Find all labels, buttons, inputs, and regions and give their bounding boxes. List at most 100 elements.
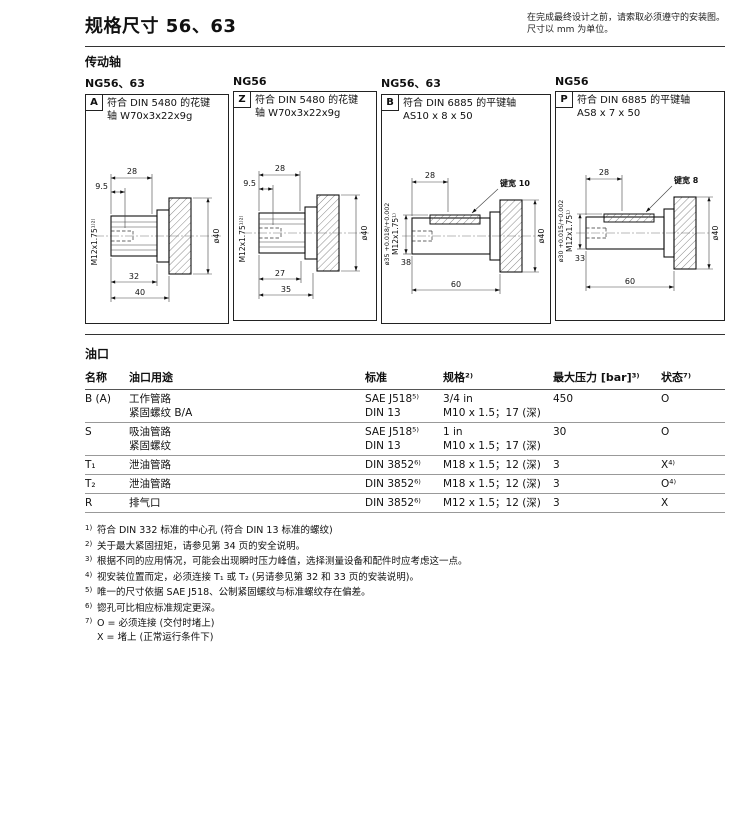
cell-name: S bbox=[85, 422, 129, 456]
dim-length-28: 28 bbox=[275, 164, 285, 173]
footnotes-block: 1)符合 DIN 332 标准的中心孔 (符合 DIN 13 标准的螺纹) 2)… bbox=[85, 522, 725, 644]
dim-height-over-key: 33 bbox=[575, 254, 585, 263]
col-header-spec: 规格²⁾ bbox=[443, 367, 553, 390]
header-note: 在完成最终设计之前，请索取必须遵守的安装图。尺寸以 mm 为单位。 bbox=[527, 13, 726, 35]
footnote-marker: 2) bbox=[85, 539, 93, 548]
cell-standard: DIN 3852⁶⁾ bbox=[365, 455, 443, 475]
cell-standard-line1: SAE J518⁵⁾ bbox=[365, 426, 419, 438]
dim-len2: 40 bbox=[135, 288, 145, 297]
ports-table-header-row: 名称 油口用途 标准 规格²⁾ 最大压力 [bar]³⁾ 状态⁷⁾ bbox=[85, 367, 725, 390]
dim-shaft-tolerance: ø35 +0.018/+0.002 bbox=[384, 203, 391, 266]
footnote-7: 7)O = 必须连接 (交付时堵上) bbox=[85, 615, 725, 631]
dim-length-60: 60 bbox=[625, 277, 635, 286]
shaft-description: 符合 DIN 5480 的花键 轴 W70x3x22x9g bbox=[255, 94, 374, 121]
cell-standard: DIN 3852⁶⁾ bbox=[365, 493, 443, 513]
shaft-desc-line1: 符合 DIN 6885 的平键轴 bbox=[577, 95, 691, 106]
footnote-3: 3) 根据不同的应用情况，可能会出现瞬时压力峰值，选择测量设备和配件时应考虑这一点… bbox=[85, 553, 725, 569]
header-divider bbox=[85, 46, 725, 47]
cell-spec-line2: M10 x 1.5；17 (深) bbox=[443, 440, 541, 452]
shaft-drawing-spline-a: 28 9.5 M12x1.75¹⁾²⁾ ø40 32 40 bbox=[90, 167, 221, 302]
dim-len2: 35 bbox=[281, 285, 291, 294]
shaft-description: 符合 DIN 6885 的平键轴 AS10 x 8 x 50 bbox=[403, 97, 548, 124]
table-row-r: R 排气口 DIN 3852⁶⁾ M12 x 1.5；12 (深) 3 X bbox=[85, 493, 725, 513]
ports-table: 名称 油口用途 标准 规格²⁾ 最大压力 [bar]³⁾ 状态⁷⁾ B (A) … bbox=[85, 367, 725, 513]
dim-length-60: 60 bbox=[451, 280, 461, 289]
dim-diameter-40: ø40 bbox=[537, 228, 546, 243]
panel-box: B 符合 DIN 6885 的平键轴 AS10 x 8 x 50 bbox=[381, 94, 551, 324]
table-row-t1: T₁ 泄油管路 DIN 3852⁶⁾ M18 x 1.5；12 (深) 3 X⁴… bbox=[85, 455, 725, 475]
cell-usage: 泄油管路 bbox=[129, 474, 365, 494]
cell-usage-line1: 吸油管路 bbox=[129, 426, 171, 438]
ports-section-heading: 油口 bbox=[85, 347, 110, 361]
shaft-panel-b: NG56、63 B 符合 DIN 6885 的平键轴 AS10 x 8 x 50 bbox=[381, 75, 551, 324]
table-row-s: S 吸油管路 紧固螺纹 SAE J518⁵⁾ DIN 13 1 in M10 x… bbox=[85, 422, 725, 456]
shaft-drawing-spline-z: 28 9.5 M12x1.75¹⁾²⁾ ø40 27 35 bbox=[238, 164, 369, 299]
cell-state: X bbox=[661, 493, 725, 513]
dim-depth-9-5: 9.5 bbox=[95, 182, 108, 191]
dim-center-thread: M12x1.75¹⁾²⁾ bbox=[90, 218, 99, 265]
cell-name: T₁ bbox=[85, 455, 129, 475]
key-width-label: 键宽 8 bbox=[673, 175, 699, 185]
dim-depth-9-5: 9.5 bbox=[243, 179, 256, 188]
shaft-panel-a: NG56、63 A 符合 DIN 5480 的花键 轴 W70x3x22x9g bbox=[85, 75, 229, 324]
col-header-state: 状态⁷⁾ bbox=[661, 367, 725, 390]
shaft-desc-line1: 符合 DIN 5480 的花键 bbox=[107, 98, 211, 109]
shaft-drawing-key-p: 28 键宽 8 33 ø30 +0.015/+0.002 M12x1.75¹⁾ … bbox=[558, 168, 720, 291]
table-row-t2: T₂ 泄油管路 DIN 3852⁶⁾ M18 x 1.5；12 (深) 3 O⁴… bbox=[85, 474, 725, 494]
footnote-text: 根据不同的应用情况，可能会出现瞬时压力峰值，选择测量设备和配件时应考虑这一点。 bbox=[97, 556, 468, 567]
dim-diameter-40: ø40 bbox=[212, 228, 221, 243]
panel-box: Z 符合 DIN 5480 的花键 轴 W70x3x22x9g bbox=[233, 91, 377, 321]
dim-length-28: 28 bbox=[599, 168, 609, 177]
shaft-drawing-key-b: 28 键宽 10 38 ø35 +0.018/+0.002 M12x1.75¹⁾… bbox=[384, 171, 546, 294]
cell-usage: 排气口 bbox=[129, 493, 365, 513]
cell-standard: SAE J518⁵⁾ DIN 13 bbox=[365, 389, 443, 423]
shaft-desc-line2: 轴 W70x3x22x9g bbox=[255, 108, 341, 119]
cell-pressure: 3 bbox=[553, 493, 661, 513]
dim-center-thread: M12x1.75¹⁾²⁾ bbox=[238, 215, 247, 262]
footnote-text: X = 堵上 (正常运行条件下) bbox=[97, 631, 214, 643]
footnote-text: 视安装位置而定，必须连接 T₁ 或 T₂ (另请参见第 32 和 33 页的安装… bbox=[97, 571, 419, 583]
dim-center-thread: M12x1.75¹⁾ bbox=[391, 213, 400, 255]
cell-usage-line2: 紧固螺纹 B/A bbox=[129, 407, 193, 419]
panel-group-label: NG56 bbox=[555, 75, 589, 88]
dim-len1: 27 bbox=[275, 269, 285, 278]
footnote-text: 锪孔可比相应标准规定更深。 bbox=[97, 602, 221, 614]
shaft-desc-line2: 轴 W70x3x22x9g bbox=[107, 111, 193, 122]
footnote-2: 2) 关于最大紧固扭矩，请参见第 34 页的安全说明。 bbox=[85, 538, 725, 554]
cell-spec-line2: M10 x 1.5；17 (深) bbox=[443, 407, 541, 419]
dim-length-28: 28 bbox=[425, 171, 435, 180]
footnote-marker: 7) bbox=[85, 617, 93, 625]
cell-state: O bbox=[661, 389, 725, 423]
page-title: 规格尺寸 56、63 bbox=[85, 16, 237, 37]
footnote-marker: 4) bbox=[85, 570, 93, 579]
cell-standard-line2: DIN 13 bbox=[365, 407, 401, 419]
cell-name: R bbox=[85, 493, 129, 513]
cell-pressure: 3 bbox=[553, 474, 661, 494]
footnote-text: 唯一的尺寸依据 SAE J518、公制紧固螺纹与标准螺纹存在偏差。 bbox=[97, 587, 371, 598]
cell-spec-line1: 1 in bbox=[443, 426, 463, 438]
shaft-code-badge: Z bbox=[234, 92, 251, 108]
key-width-label: 键宽 10 bbox=[499, 178, 530, 188]
cell-spec-line1: 3/4 in bbox=[443, 393, 473, 405]
panel-box: A 符合 DIN 5480 的花键 轴 W70x3x22x9g bbox=[85, 94, 229, 324]
shaft-desc-line2: AS8 x 7 x 50 bbox=[577, 108, 641, 119]
footnote-marker: 3) bbox=[85, 555, 93, 563]
panel-group-label: NG56 bbox=[233, 75, 267, 88]
footnote-5: 5)唯一的尺寸依据 SAE J518、公制紧固螺纹与标准螺纹存在偏差。 bbox=[85, 584, 725, 600]
shaft-code-badge: B bbox=[382, 95, 399, 111]
footnote-text: 关于最大紧固扭矩，请参见第 34 页的安全说明。 bbox=[97, 540, 306, 552]
shaft-description: 符合 DIN 6885 的平键轴 AS8 x 7 x 50 bbox=[577, 94, 722, 121]
shaft-desc-line1: 符合 DIN 6885 的平键轴 bbox=[403, 98, 517, 109]
shaft-panel-p: NG56 P 符合 DIN 6885 的平键轴 AS8 x 7 x 50 bbox=[555, 75, 725, 324]
cell-usage: 泄油管路 bbox=[129, 455, 365, 475]
panel-group-label: NG56、63 bbox=[381, 77, 441, 90]
cell-name: B (A) bbox=[85, 389, 129, 423]
panel-box: P 符合 DIN 6885 的平键轴 AS8 x 7 x 50 bbox=[555, 91, 725, 321]
footnote-marker: 6) bbox=[85, 601, 93, 610]
cell-state: O⁴⁾ bbox=[661, 474, 725, 494]
footnote-1: 1)符合 DIN 332 标准的中心孔 (符合 DIN 13 标准的螺纹) bbox=[85, 522, 725, 538]
ports-section: 油口 名称 油口用途 标准 规格²⁾ 最大压力 [bar]³⁾ 状态⁷⁾ B (… bbox=[85, 334, 725, 513]
page-header: 规格尺寸 56、63 在完成最终设计之前，请索取必须遵守的安装图。尺寸以 mm … bbox=[85, 12, 725, 38]
dim-diameter-40: ø40 bbox=[360, 225, 369, 240]
